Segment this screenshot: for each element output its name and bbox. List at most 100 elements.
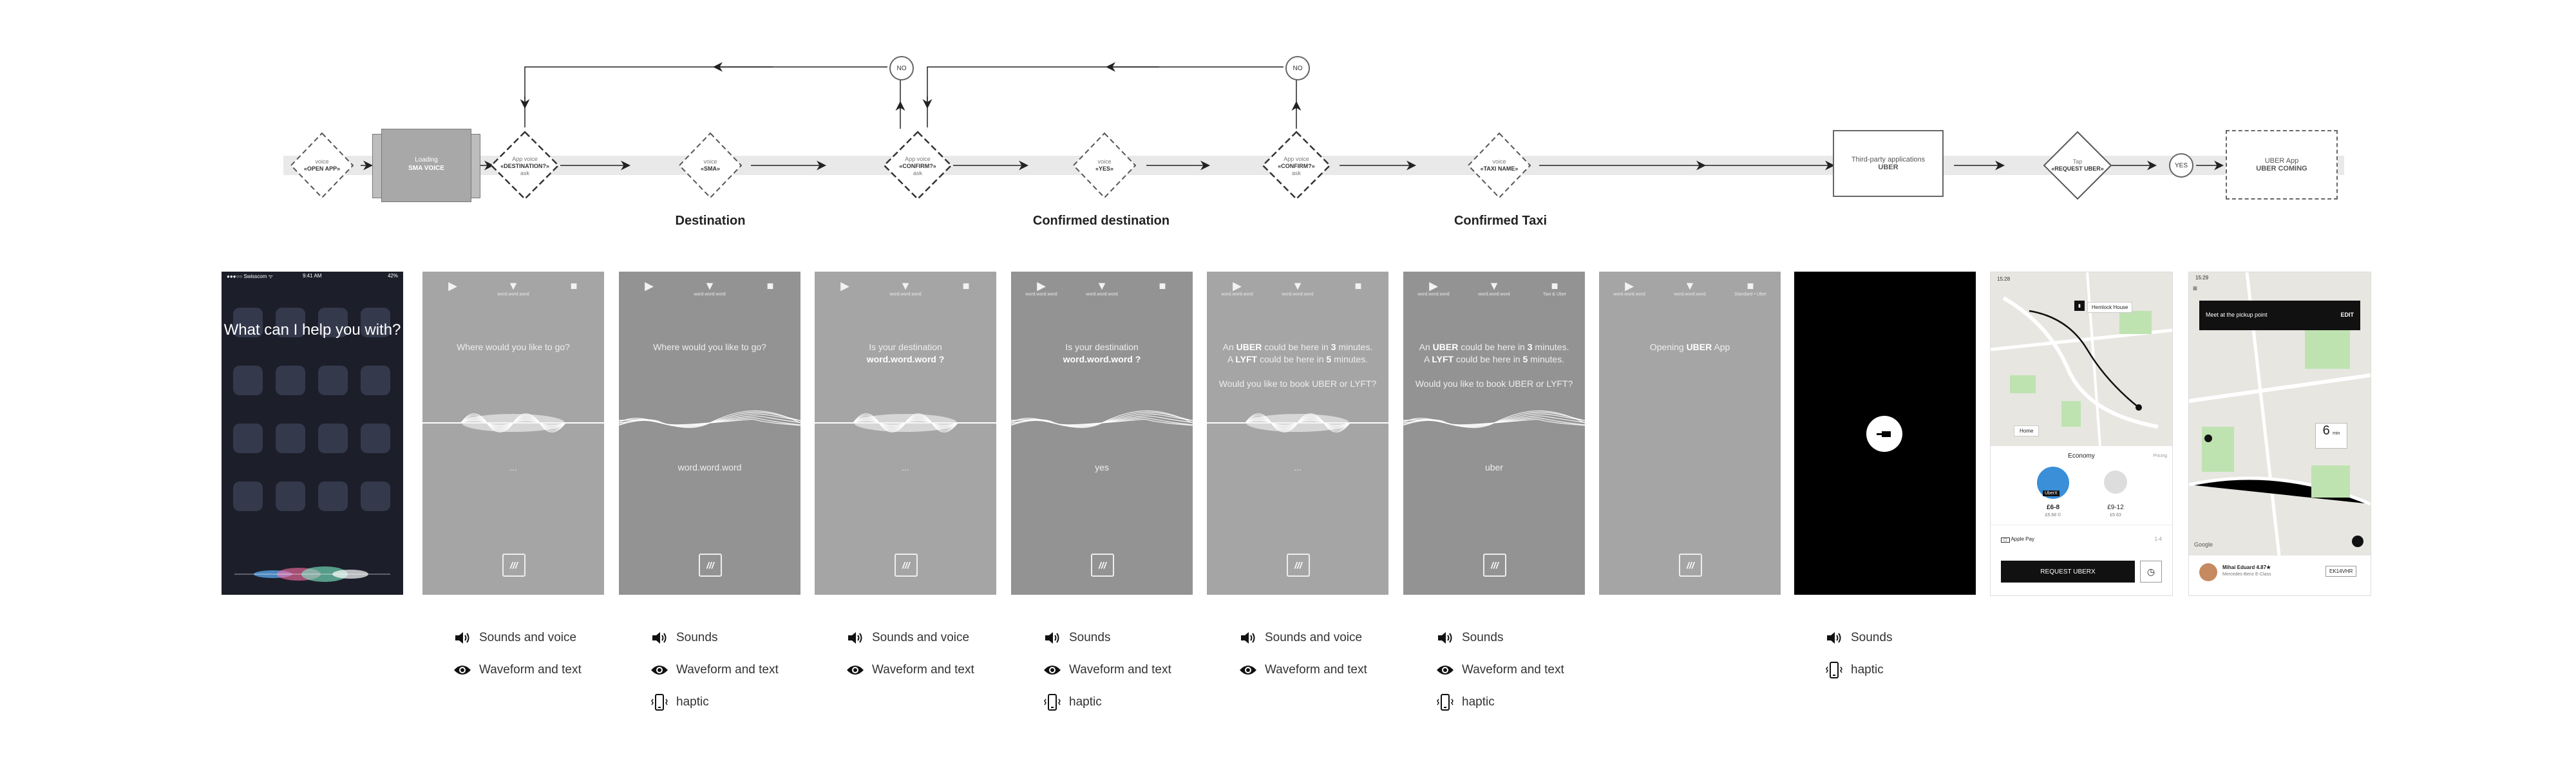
voice-screen-2: ▶▼word.word.word■ Where would you like to… [619, 272, 800, 595]
current-step-icon[interactable]: ▼word.word.word [679, 279, 740, 297]
stop-icon[interactable]: ■ [1132, 279, 1193, 292]
current-step-icon[interactable]: ▼word.word.word [1072, 279, 1132, 297]
legend-label: haptic [1462, 695, 1495, 709]
eye-icon [650, 662, 668, 678]
eta-card: 6 min [2315, 423, 2347, 449]
legend-item: Sounds [1043, 630, 1110, 646]
node-confirm-2-label: App voice«CONFIRM?»ask [1267, 156, 1325, 177]
speaker-icon [1825, 630, 1843, 646]
voice-mode-icon[interactable]: /// [895, 554, 918, 577]
voice-prompt: An UBER could be here in 3 minutes.A LYF… [1213, 341, 1382, 390]
tab-economy[interactable]: Economy [1991, 453, 2172, 460]
eye-icon [846, 662, 864, 678]
car-eta-1: £5.68 © [2037, 513, 2069, 518]
play-icon[interactable]: ▶word.word.word [1403, 279, 1464, 297]
siri-question: What can I help you with? [222, 321, 403, 340]
uber-splash-screen [1794, 272, 1976, 595]
uber-logo-icon [1866, 416, 1902, 452]
pickup-pin-label: Hemlock House [2087, 302, 2132, 313]
legend-item: Sounds [1825, 630, 1892, 646]
siri-screen: ●●●○○ Swisscom ᯤ 9:41 AM 42% What can I … [222, 272, 403, 595]
current-step-icon[interactable]: ▼word.word.word [1464, 279, 1524, 297]
driver-avatar [2199, 563, 2217, 581]
legend-label: haptic [1069, 695, 1102, 709]
legend-item: Waveform and text [650, 662, 779, 678]
play-icon[interactable]: ▶word.word.word [1207, 279, 1267, 297]
menu-icon[interactable]: ≡ [2193, 284, 2197, 293]
node-third-party-uber: Third-party applicationsUBER [1833, 130, 1944, 197]
current-step-icon[interactable]: ▼word.word.word [1660, 279, 1720, 297]
play-icon[interactable]: ▶word.word.word [1011, 279, 1072, 297]
play-icon[interactable]: ▶word.word.word [1599, 279, 1660, 297]
stop-icon[interactable]: ■ [1328, 279, 1388, 292]
eye-icon [1043, 662, 1061, 678]
voice-mode-icon[interactable]: /// [1091, 554, 1114, 577]
stop-icon[interactable]: ■ [740, 279, 800, 292]
legend-label: Sounds and voice [479, 631, 576, 645]
car-eta-2: £5.63 [2099, 513, 2132, 518]
legend-item: haptic [1825, 662, 1884, 678]
stop-icon[interactable]: ■Standard • Uber [1720, 279, 1781, 297]
legend-item: Sounds and voice [846, 630, 969, 646]
legend-label: Sounds and voice [872, 631, 969, 645]
stop-icon[interactable]: ■Taxi & Uber [1524, 279, 1585, 297]
haptic-icon [650, 694, 668, 711]
stop-icon[interactable]: ■ [936, 279, 996, 292]
speaker-icon [846, 630, 864, 646]
voice-reply: word.word.word [619, 462, 800, 472]
node-open-app-label: voice«OPEN APP» [293, 158, 351, 173]
legend-label: Waveform and text [1265, 663, 1367, 677]
request-uberx-button[interactable]: REQUEST UBERX [2001, 561, 2135, 583]
voice-screen-1: ▶▼word.word.word■ Where would you like to… [422, 272, 604, 595]
voice-screen-7: ▶word.word.word▼word.word.word■Standard … [1599, 272, 1781, 595]
play-icon[interactable]: ▶ [619, 279, 679, 292]
legend-label: Waveform and text [1069, 663, 1171, 677]
current-step-icon[interactable]: ▼word.word.word [483, 279, 544, 297]
stop-icon[interactable]: ■ [544, 279, 604, 292]
voice-mode-icon[interactable]: /// [1287, 554, 1310, 577]
voice-mode-icon[interactable]: /// [502, 554, 526, 577]
waveform [422, 400, 604, 445]
no-badge-2: NO [1285, 56, 1310, 80]
current-step-icon[interactable]: ▼word.word.word [1267, 279, 1328, 297]
legend-label: haptic [1851, 663, 1884, 677]
voice-prompt: Where would you like to go? [429, 341, 598, 353]
current-step-icon[interactable]: ▼word.word.word [875, 279, 936, 297]
voice-prompt: Where would you like to go? [625, 341, 794, 353]
section-confirmed-taxi: Confirmed Taxi [1404, 214, 1597, 229]
screen-topbar: ▶word.word.word▼word.word.word■ [1011, 279, 1193, 308]
voice-mode-icon[interactable]: /// [1679, 554, 1702, 577]
legend-item: Waveform and text [453, 662, 582, 678]
waveform [815, 400, 996, 445]
node-destination-label: App voice«DESTINATION?»ask [496, 156, 554, 177]
eye-icon [1436, 662, 1454, 678]
legend-label: Waveform and text [1462, 663, 1564, 677]
voice-screen-3: ▶▼word.word.word■Is your destinationword… [815, 272, 996, 595]
car-option-2[interactable] [2104, 471, 2127, 494]
legend-label: Sounds [1462, 631, 1503, 645]
play-icon[interactable]: ▶ [815, 279, 875, 292]
voice-prompt: Opening UBER App [1605, 341, 1774, 353]
legend-item: Waveform and text [1436, 662, 1564, 678]
car-price-2: £9-12 [2099, 504, 2132, 511]
screen-topbar: ▶word.word.word▼word.word.word■ [1207, 279, 1388, 308]
speaker-icon [1043, 630, 1061, 646]
waveform [1207, 400, 1388, 445]
map[interactable]: 15:28 ▮ Hemlock House Home [1991, 272, 2172, 446]
legend-item: haptic [1436, 694, 1495, 711]
edit-button[interactable]: EDIT [2340, 312, 2354, 318]
schedule-icon[interactable]: ◷ [2140, 561, 2162, 583]
legend-label: Sounds [1069, 631, 1110, 645]
pickup-banner: Meet at the pickup point EDIT [2199, 301, 2360, 330]
home-pin-label: Home [2014, 425, 2039, 436]
voice-mode-icon[interactable]: /// [1483, 554, 1506, 577]
siri-waveform [234, 561, 390, 587]
screen-topbar: ▶▼word.word.word■ [619, 279, 800, 308]
pricing-link[interactable]: Pricing [2154, 454, 2167, 458]
legend-label: haptic [676, 695, 709, 709]
car-option-uberx[interactable]: UberX [2037, 467, 2069, 499]
voice-mode-icon[interactable]: /// [699, 554, 722, 577]
play-icon[interactable]: ▶ [422, 279, 483, 292]
payment-method[interactable]: ▢ Apple Pay [2001, 536, 2034, 542]
